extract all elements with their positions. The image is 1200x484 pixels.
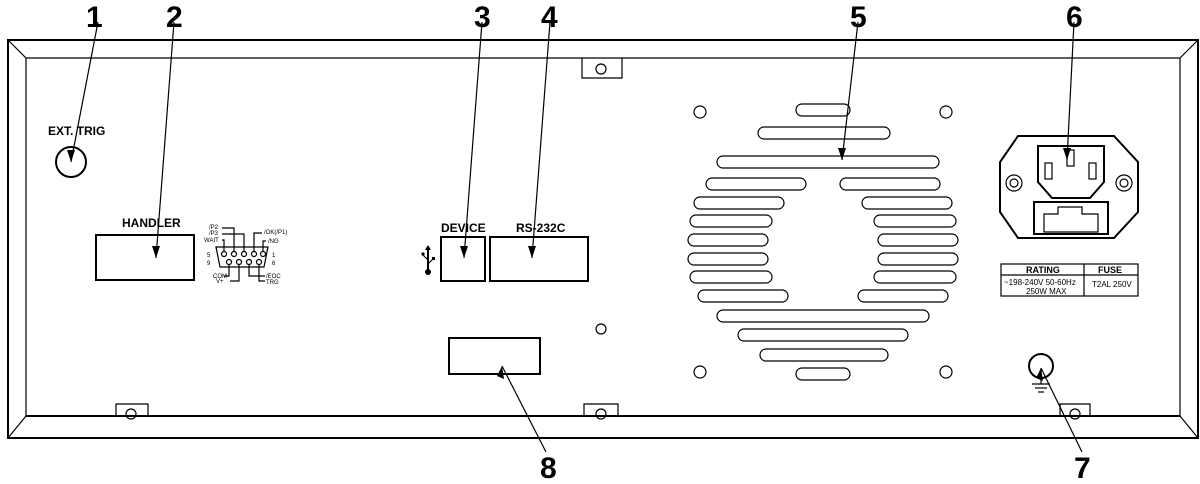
callout-8: 8 [540, 452, 557, 484]
rating-voltage: ~198-240V 50-60Hz [1004, 278, 1076, 287]
rating-power: 250W MAX [1026, 287, 1067, 296]
fuse-header: FUSE [1098, 265, 1122, 275]
interface-slot[interactable] [448, 337, 541, 375]
pin-label-1: 1 [272, 253, 276, 259]
device-label: DEVICE [441, 221, 486, 235]
pin-label-ng: /NG [268, 239, 279, 245]
handler-pinout: /P2 /P3 WAIT 5 9 COM V+ /OK(/P1) /NG 1 6… [204, 225, 287, 286]
device-usb-port[interactable] [440, 236, 486, 282]
pin-label-p3: /P3 [209, 231, 219, 237]
handler-connector[interactable] [95, 234, 195, 281]
callout-5: 5 [850, 1, 867, 34]
ac-power-inlet[interactable] [999, 135, 1139, 239]
callout-1: 1 [86, 1, 103, 34]
pin-label-wait: WAIT [204, 238, 219, 244]
callout-6: 6 [1066, 1, 1083, 34]
rating-table: RATING FUSE ~198-240V 50-60Hz 250W MAX T… [1000, 263, 1139, 297]
pin-label-vplus: V+ [216, 279, 224, 285]
pin-label-6: 6 [272, 261, 276, 267]
callout-2: 2 [166, 1, 183, 34]
fuse-value: T2AL 250V [1092, 280, 1132, 289]
callout-7: 7 [1074, 452, 1091, 484]
usb-icon [421, 245, 435, 275]
rating-header: RATING [1026, 265, 1060, 275]
chassis-outline [7, 39, 1199, 439]
pin-label-com: COM [213, 274, 227, 280]
pin-label-p2: /P2 [209, 225, 219, 231]
rs232c-connector[interactable] [489, 236, 589, 282]
pin-label-ok-p1: /OK(/P1) [264, 230, 287, 236]
callout-3: 3 [474, 1, 491, 34]
callout-4: 4 [541, 1, 558, 34]
ext-trig-connector[interactable] [55, 146, 87, 178]
rs232c-label: RS-232C [516, 221, 566, 235]
callout-leaders [67, 21, 1083, 453]
pin-label-eoc: /EOC [266, 274, 281, 280]
fan-grille [687, 103, 959, 381]
pin-label-5: 5 [207, 253, 211, 259]
handler-label: HANDLER [122, 216, 181, 230]
pin-label-9: 9 [207, 261, 211, 267]
pin-label-trg: TRG [266, 280, 279, 286]
